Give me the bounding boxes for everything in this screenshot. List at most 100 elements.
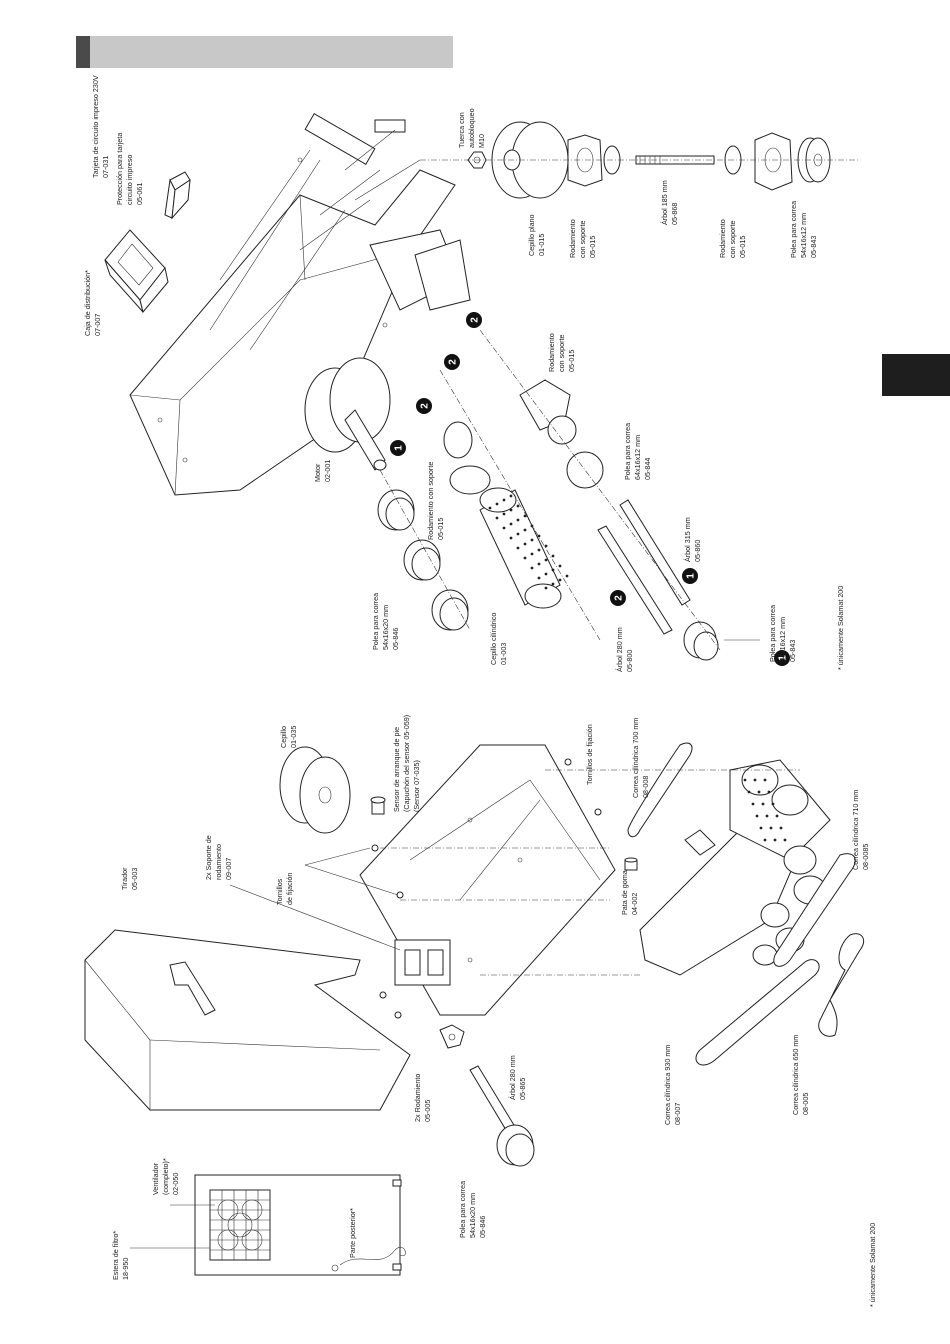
bristle-dot: [757, 790, 761, 794]
label-line: Tuerca con: [457, 112, 466, 148]
label-line: Polea para correa: [371, 593, 380, 650]
label-rodamiento-top1: Rodamientocon soporte05-015: [568, 219, 597, 258]
label-arbol-185: Árbol 185 mm05-868: [660, 180, 679, 225]
label-line: 05-846: [391, 628, 400, 650]
label-line: 54x16x12 mm: [778, 617, 787, 662]
callout-marker: 2: [610, 590, 626, 606]
label-line: 02-001: [323, 460, 332, 482]
label-line: 05-015: [588, 236, 597, 258]
label-line: Cepillo cilíndrico: [489, 613, 498, 665]
label-line: 05-860: [693, 540, 702, 562]
label-line: Cepillo: [279, 726, 288, 748]
label-line: 08-007: [673, 1103, 682, 1125]
label-line: autobloqueo: [467, 108, 476, 148]
bearing-housing-top2: [724, 132, 793, 191]
label-line: 54x16x20 mm: [468, 1193, 477, 1238]
label-line: Parte posterior*: [348, 1208, 357, 1258]
label-line: 05-015: [567, 350, 576, 372]
label-arbol-280-top: Árbol 280 mm05-800: [615, 627, 634, 672]
label-line: (Sensor 07-035): [412, 760, 421, 812]
label-line: 05-846: [478, 1216, 487, 1238]
label-motor: Motor02-001: [313, 460, 332, 482]
label-line: 05-865: [518, 1078, 527, 1100]
label-line: Tirador: [120, 867, 129, 890]
bristle-dot: [775, 814, 779, 818]
bristle-dot: [783, 838, 787, 842]
bearing-right-chain: [519, 379, 604, 489]
bristle-dot: [753, 778, 757, 782]
label-line: * únicamente Solamat 200: [868, 1223, 877, 1307]
label-line: Protección para tarjeta: [115, 133, 124, 205]
label-rodamiento-bottom: 2x Rodamiento05-005: [413, 1074, 432, 1122]
bristle-dot: [755, 814, 759, 818]
label-line: Polea para correa: [623, 423, 632, 480]
label-line: Correa cilíndrica 650 mm: [791, 1035, 800, 1115]
callout-circle: [610, 590, 626, 606]
label-correa-930: Correa cilíndrica 930 mm08-007: [663, 1045, 682, 1125]
screws: [229, 758, 602, 1019]
circuit-board-protection: [164, 171, 191, 220]
label-line: Rodamiento: [718, 219, 727, 258]
shaft-315: [619, 499, 691, 606]
chapter-tab: [882, 354, 950, 396]
label-correa-700: Correa cilíndrica 700 mm08-008: [631, 718, 650, 798]
label-line: con soporte: [557, 334, 566, 372]
callout-circle: [390, 440, 406, 456]
label-line: 05-844: [643, 458, 652, 480]
callout-marker: 2: [466, 312, 482, 328]
label-line: 08-008: [641, 776, 650, 798]
label-rodamiento-mid: Rodamiento con soporte05-015: [426, 462, 445, 540]
belt-700: [627, 742, 693, 838]
label-line: Estera de filtro*: [111, 1231, 120, 1280]
label-soporte-rodamiento: 2x Soporte derodamiento09-007: [204, 835, 233, 880]
bristle-dot: [516, 518, 520, 522]
bristle-dot: [558, 578, 562, 582]
bristle-dot: [761, 802, 765, 806]
cover-housing: [84, 929, 411, 1111]
brush-cylindrical: [479, 487, 569, 609]
bristle-dot: [537, 576, 541, 580]
label-sensor: Sensor de arranque de pie(Capuchón del s…: [392, 715, 421, 812]
bristle-dot: [544, 558, 548, 562]
bristle-dot: [537, 562, 541, 566]
label-pata-goma: Pata de goma04-002: [620, 870, 639, 915]
label-correa-650: Correa cilíndrica 650 mm08-005: [791, 1035, 810, 1115]
brush-cepillo: [279, 746, 351, 834]
bristle-dot: [551, 582, 555, 586]
label-estera: Estera de filtro*18-950: [111, 1231, 130, 1280]
label-line: Árbol 315 mm: [683, 517, 692, 562]
label-line: Tornillos de fijación: [585, 724, 594, 785]
label-line: Sensor de arranque de pie: [392, 727, 401, 812]
label-line: Correa cilíndrica 710 mm: [851, 790, 860, 870]
back-panel: [194, 1174, 406, 1276]
callout-marker: 2: [444, 354, 460, 370]
label-tarjeta-circuito: Tarjeta de circuito impreso 230V07-031: [91, 75, 110, 178]
bristle-dot: [523, 556, 527, 560]
callout-marker: 1: [774, 650, 790, 666]
label-line: 05-061: [135, 183, 144, 205]
label-line: 01-003: [499, 643, 508, 665]
bristle-dot: [523, 542, 527, 546]
label-line: Polea para correa: [768, 605, 777, 662]
belt-710: [773, 853, 856, 967]
bearing-mid-1: [443, 421, 491, 495]
bristle-dot: [747, 790, 751, 794]
pulley-846-bottom: [496, 1124, 535, 1167]
callout-circle: [416, 398, 432, 414]
bristle-dot: [502, 526, 506, 530]
main-housing-top: [129, 113, 471, 496]
label-solamat-note-right: * únicamente Solamat 200: [836, 586, 845, 670]
distribution-box: [104, 229, 169, 314]
bristle-dot: [495, 502, 499, 506]
callout-marker: 2: [416, 398, 432, 414]
label-line: circuito impreso: [125, 155, 134, 205]
bristle-dot: [759, 826, 763, 830]
label-line: Correa cilíndrica 700 mm: [631, 718, 640, 798]
label-line: 01-035: [289, 726, 298, 748]
label-line: Cepillo plano: [527, 214, 536, 256]
rubber-foot: [624, 857, 638, 871]
callout-number: 1: [394, 445, 405, 451]
label-proteccion-tarjeta: Protección para tarjetacircuito impreso0…: [115, 133, 144, 205]
label-line: 08-0085: [861, 844, 870, 870]
bristle-dot: [509, 536, 513, 540]
